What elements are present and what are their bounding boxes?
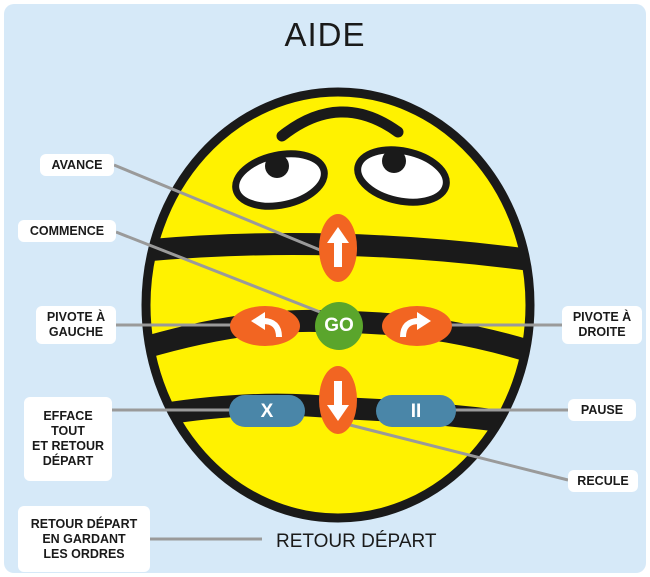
clear-button[interactable]: X <box>229 395 305 427</box>
label-start: COMMENCE <box>18 220 116 242</box>
turn-left-button[interactable] <box>229 305 301 347</box>
pause-button-label: II <box>376 401 456 423</box>
forward-button[interactable] <box>318 213 358 283</box>
backward-button[interactable] <box>318 365 358 435</box>
label-turn-left: PIVOTE À GAUCHE <box>36 306 116 344</box>
clear-button-label: X <box>229 401 305 423</box>
label-turn-right: PIVOTE À DROITE <box>562 306 642 344</box>
go-button[interactable]: GO <box>315 302 363 350</box>
label-backward: RECULE <box>568 470 638 492</box>
label-forward: AVANCE <box>40 154 114 176</box>
turn-right-button[interactable] <box>381 305 453 347</box>
go-button-label: GO <box>315 315 363 337</box>
pause-button[interactable]: II <box>376 395 456 427</box>
label-reset-keep-orders: RETOUR DÉPART EN GARDANT LES ORDRES <box>18 506 150 572</box>
reset-start-caption: RETOUR DÉPART <box>276 531 436 553</box>
label-pause: PAUSE <box>568 399 636 421</box>
label-clear: EFFACE TOUT ET RETOUR DÉPART <box>24 397 112 481</box>
